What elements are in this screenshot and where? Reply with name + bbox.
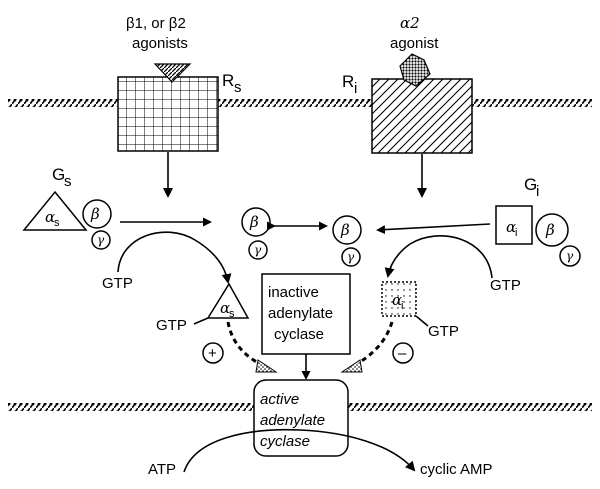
alpha-s-gtp-subscript: s (229, 308, 235, 320)
receptor-i-subscript: i (354, 80, 357, 97)
g-s-alpha-triangle (22, 190, 88, 231)
inhibitory-arrowhead (340, 359, 363, 373)
g-i-alpha-symbol: α (506, 218, 516, 236)
plus-sign: + (208, 345, 217, 362)
receptor-i-agonist-line1: α2 (400, 14, 420, 32)
inactive-cyclase-line1: inactive (268, 284, 319, 301)
receptor-s-subscript: s (234, 79, 242, 96)
g-i-to-beta-gamma-arrow (376, 223, 491, 235)
g-i-label: G (524, 175, 537, 194)
beta-gamma-left-gamma (248, 240, 268, 260)
g-s-beta-circle (82, 199, 112, 229)
plus-circle (202, 342, 224, 364)
gtp-label-left: GTP (102, 275, 133, 292)
alpha-s-gtp-bond (193, 317, 209, 325)
minus-circle (392, 342, 414, 364)
g-i-gtp-exchange-curve (384, 235, 493, 279)
g-i-alpha-subscript: i (515, 227, 517, 239)
alpha-i-gtp-square (381, 281, 417, 317)
top-membrane (8, 99, 592, 107)
inhibitory-dashed-arrow (349, 321, 394, 370)
gtp-label-alpha-i: GTP (428, 323, 459, 340)
receptor-s-agonist-line1: β1, or β2 (126, 15, 186, 32)
atp-label: ATP (148, 461, 176, 478)
receptor-s-agonist-line2: agonists (132, 35, 188, 52)
receptor-i-label: R (342, 72, 354, 91)
beta-agonist-shape (153, 63, 192, 83)
receptor-i-agonist-line2: agonist (390, 35, 439, 52)
g-i-subscript: i (536, 183, 539, 200)
receptor-s-box (117, 76, 219, 152)
g-i-beta-symbol: β (545, 221, 555, 239)
active-cyclase-line2: adenylate (260, 412, 325, 429)
atp-to-camp-curve (183, 428, 416, 473)
g-s-alpha-symbol: α (45, 208, 55, 226)
g-s-subscript: s (64, 173, 72, 190)
minus-sign: – (398, 345, 407, 362)
active-cyclase-line3: cyclase (260, 433, 310, 450)
g-i-alpha-square (495, 205, 533, 245)
g-s-gamma-circle (91, 230, 111, 250)
alpha2-agonist-shape (399, 53, 431, 87)
g-s-gtp-exchange-curve (117, 231, 232, 284)
gtp-label-right: GTP (490, 277, 521, 294)
stimulatory-arrowhead (255, 359, 278, 373)
beta-gamma-left-gamma-symbol: γ (254, 243, 262, 257)
inactive-cyclase-line3: cyclase (274, 326, 324, 343)
camp-label: cyclic AMP (420, 461, 493, 478)
inactive-cyclase-box (261, 273, 351, 355)
alpha-s-gtp-triangle (206, 282, 250, 319)
alpha-i-gtp-subscript: i (401, 300, 403, 312)
g-s-beta-symbol: β (90, 205, 100, 223)
alpha-i-gtp-symbol: α (392, 291, 402, 309)
g-i-beta-circle (535, 213, 569, 247)
g-s-alpha-subscript: s (54, 217, 60, 229)
receptor-s-label: R (222, 71, 234, 90)
inactive-cyclase-line2: adenylate (268, 305, 333, 322)
g-i-gamma-symbol: γ (566, 249, 574, 263)
beta-gamma-right-gamma-symbol: γ (347, 250, 355, 264)
active-cyclase-line1: active (260, 391, 299, 408)
gtp-label-alpha-s: GTP (156, 317, 187, 334)
g-s-label: G (52, 165, 65, 184)
beta-gamma-right-beta-symbol: β (340, 221, 350, 239)
g-s-gamma-symbol: γ (97, 233, 105, 247)
beta-gamma-left-beta-symbol: β (249, 213, 259, 231)
alpha-i-gtp-bond (415, 315, 429, 327)
active-cyclase-box (253, 379, 349, 457)
receptor-i-box (371, 78, 473, 154)
beta-gamma-right-beta (332, 215, 362, 245)
alpha-s-gtp-symbol: α (220, 299, 230, 317)
g-i-gamma-circle (559, 245, 581, 267)
beta-gamma-right-gamma (341, 247, 361, 267)
